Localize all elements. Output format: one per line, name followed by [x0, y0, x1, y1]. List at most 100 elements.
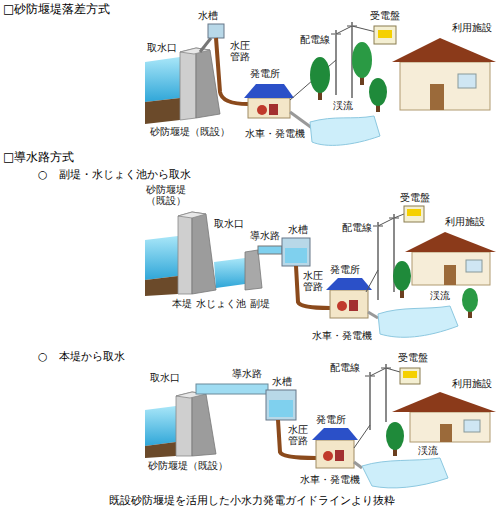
head-tank: [285, 248, 307, 263]
sub-dam: [245, 250, 262, 290]
powerhouse: [337, 301, 347, 311]
receiving-panel: [400, 368, 420, 384]
part-label: 副堤: [250, 298, 270, 310]
sabo-dam: [192, 392, 216, 456]
part-label: 利用施設: [452, 22, 492, 34]
power-line: [366, 270, 378, 292]
powerhouse: [244, 84, 294, 98]
part-label: 渓流: [418, 445, 438, 457]
main-dam: [178, 212, 192, 294]
receiving-panel: [404, 206, 424, 222]
power-line: [370, 368, 400, 376]
reservoir-water: [145, 236, 178, 280]
house: [405, 232, 496, 285]
house: [458, 74, 476, 88]
section-heading: □砂防堰堤落差方式: [3, 2, 110, 16]
main-dam: [192, 212, 216, 294]
tree: [318, 92, 322, 100]
part-label: 渓流: [430, 290, 450, 302]
tree: [360, 77, 364, 85]
power-line: [290, 26, 376, 100]
outflow-pipe: [290, 112, 312, 128]
reservoir-water: [145, 236, 178, 280]
intake-pipe: [200, 38, 211, 52]
house: [464, 420, 480, 432]
part-label: 水じょく池: [196, 298, 246, 310]
receiving-panel: [400, 368, 420, 384]
tree: [400, 290, 404, 298]
powerhouse: [335, 450, 344, 461]
part-label: 水槽: [272, 376, 292, 388]
utility-pole: [377, 222, 379, 300]
part-label: 水車・発電機: [245, 128, 305, 140]
outflow-pipe: [290, 112, 312, 128]
house: [392, 392, 496, 412]
part-label: 水槽: [198, 10, 218, 22]
house: [392, 38, 496, 62]
source-caption: 既設砂防堰堤を活用した小水力発電ガイドラインより抜粋: [0, 494, 504, 507]
ground: [145, 98, 180, 124]
reservoir-water: [145, 406, 176, 446]
powerhouse: [323, 451, 333, 461]
tree: [376, 105, 380, 112]
part-label: 取水口: [150, 372, 180, 384]
penstock: [278, 420, 316, 458]
house: [392, 38, 496, 110]
part-label: 渓流: [333, 100, 353, 112]
house: [410, 412, 490, 442]
tree: [462, 288, 478, 312]
powerhouse: [326, 278, 372, 318]
powerhouse: [257, 105, 267, 115]
ground: [145, 442, 176, 458]
reservoir-water: [145, 406, 176, 446]
method-subheading: ○ 本堤から取水: [38, 350, 125, 363]
part-label: 配電線: [300, 34, 330, 46]
part-label: 利用施設: [445, 216, 485, 228]
part-label: 水圧管路: [303, 270, 323, 292]
part-label: 配電線: [330, 362, 360, 374]
receiving-panel: [403, 371, 417, 378]
powerhouse: [316, 440, 354, 468]
tree: [393, 261, 478, 318]
stream: [310, 116, 380, 145]
stream: [378, 306, 458, 337]
house: [405, 232, 496, 252]
utility-pole: [385, 364, 387, 422]
head-tank: [208, 24, 224, 38]
powerhouse: [330, 290, 368, 318]
ground: [145, 442, 176, 458]
powerhouse: [248, 98, 290, 118]
outflow-pipe: [354, 462, 362, 468]
part-label: 受電盤: [398, 352, 428, 364]
powerhouse: [349, 300, 358, 311]
main-dam: [178, 212, 206, 218]
house: [430, 84, 444, 110]
stream: [310, 116, 380, 145]
part-label: 発電所: [316, 414, 346, 426]
powerhouse: [269, 104, 278, 115]
power-line: [354, 425, 370, 448]
reservoir-water: [145, 57, 180, 102]
head-tank: [266, 390, 296, 420]
receiving-panel: [407, 209, 421, 216]
part-label: 受電盤: [400, 192, 430, 204]
part-label: 導水路: [250, 230, 280, 242]
tree: [352, 42, 372, 78]
tree: [393, 261, 411, 291]
house: [400, 62, 490, 110]
penstock: [296, 266, 330, 308]
headrace-channel: [258, 246, 282, 254]
outflow-pipe: [354, 462, 362, 468]
part-label: 発電所: [330, 264, 360, 276]
ground: [145, 276, 178, 296]
intake-pipe: [200, 38, 211, 52]
head-tank: [266, 390, 296, 420]
part-label: 利用施設: [452, 378, 492, 390]
head-tank: [282, 238, 310, 266]
method-subheading: ○ 副堤・水じょく池から取水: [38, 168, 191, 181]
part-label: 砂防堰堤（既設）: [150, 126, 230, 138]
part-label: 水圧管路: [230, 40, 250, 62]
part-label: 取水口: [147, 42, 177, 54]
sub-dam: [245, 250, 262, 290]
utility-pole: [373, 214, 399, 300]
